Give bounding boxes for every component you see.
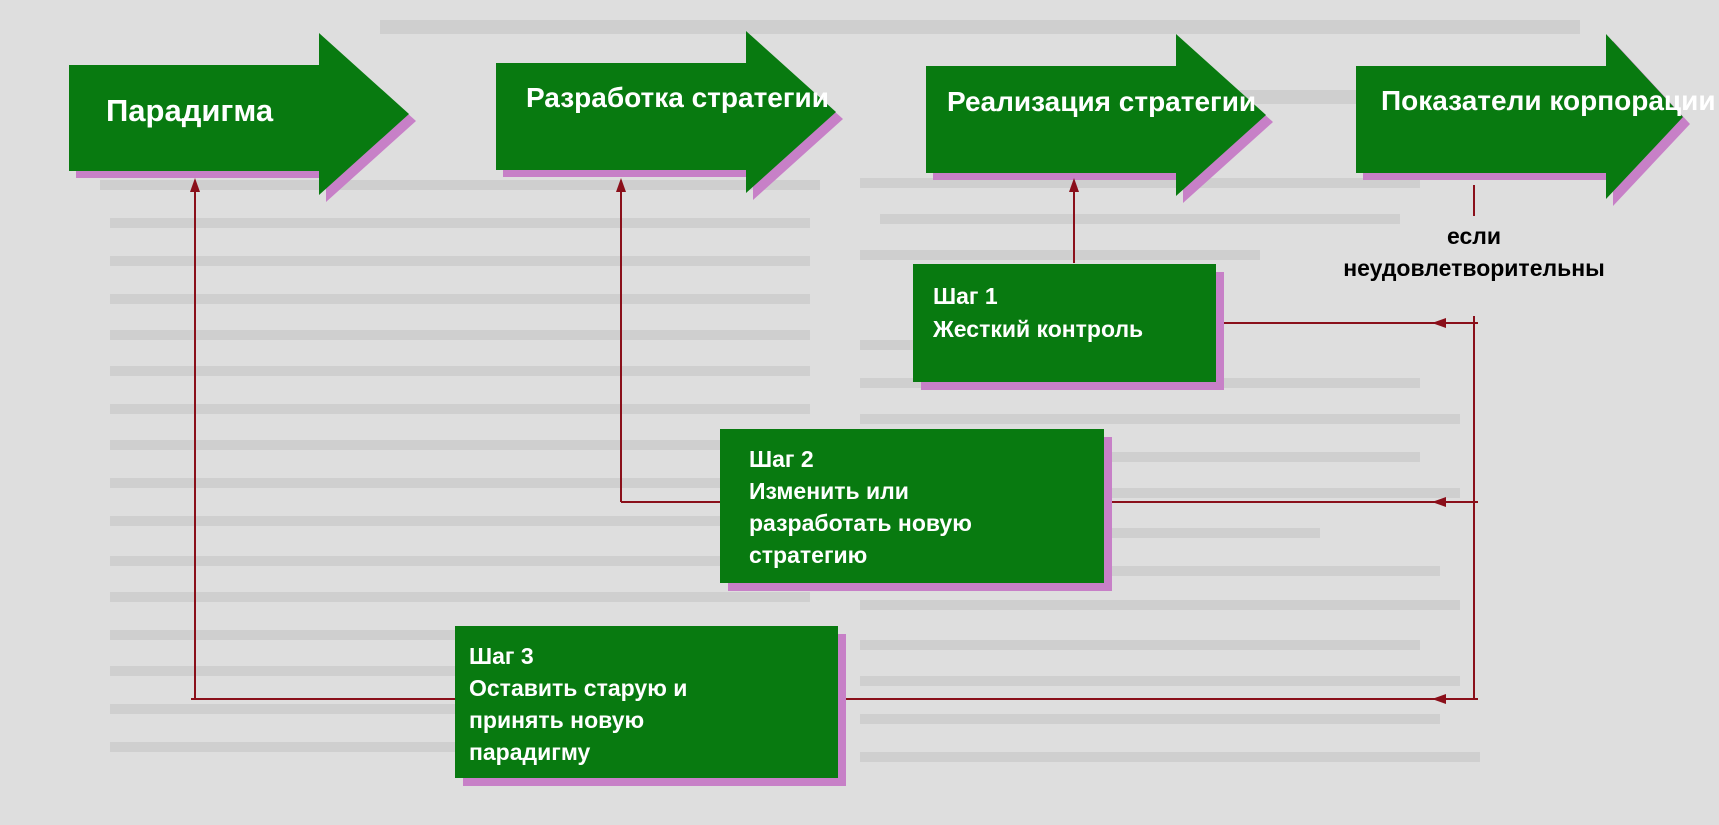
arrow-label-strategy-development: Разработка стратегии: [526, 80, 829, 116]
step-3-text: Оставить старую и: [469, 675, 688, 701]
arrow-label-corporate-performance: Показатели корпорации: [1381, 83, 1716, 119]
arrow-strategy-implementation: [926, 34, 1266, 196]
arrow-label-line: Реализация: [947, 86, 1112, 117]
step-2-text: стратегию: [749, 542, 868, 568]
step-1-text: Жесткий контроль: [933, 316, 1144, 342]
condition-note: если неудовлетворительны: [1317, 220, 1631, 284]
condition-line: если: [1446, 223, 1502, 249]
condition-line: неудовлетворительны: [1343, 255, 1605, 281]
arrow-label-line: Парадигма: [106, 93, 274, 128]
arrow-label-line: стратегии: [1118, 86, 1257, 117]
connector-lines: [191, 184, 1478, 700]
step-3-text: принять новую: [469, 707, 645, 733]
arrow-shapes: [69, 31, 1683, 199]
step-1-title: Шаг 1: [933, 283, 998, 309]
arrowhead-implementation-icon: [1069, 178, 1079, 192]
arrow-paradigm: [69, 33, 409, 195]
step-2-text: Изменить или: [749, 478, 909, 504]
arrow-label-strategy-implementation: Реализация стратегии: [947, 84, 1256, 120]
step-2-text: разработать новую: [749, 510, 972, 536]
step-2-box: Шаг 2 Изменить или разработать новую стр…: [720, 429, 1104, 583]
arrow-label-line: Показатели: [1381, 85, 1542, 116]
step-3-text: парадигму: [469, 739, 591, 765]
step-3-title: Шаг 3: [469, 643, 534, 669]
step-1-box: Шаг 1 Жесткий контроль: [913, 264, 1216, 382]
arrow-strategy-development: [496, 31, 836, 193]
arrowhead-step3-icon: [1432, 694, 1446, 704]
arrowhead-strategy-dev-icon: [616, 178, 626, 192]
arrowheads: [190, 178, 1446, 704]
arrowhead-paradigm-icon: [190, 178, 200, 192]
step-3-box: Шаг 3 Оставить старую и принять новую па…: [455, 626, 838, 778]
step-2-title: Шаг 2: [749, 446, 814, 472]
arrowhead-step1-icon: [1432, 318, 1446, 328]
arrowhead-step2-icon: [1432, 497, 1446, 507]
arrow-corporate-performance: [1356, 34, 1683, 199]
arrow-label-line: корпорации: [1549, 85, 1716, 116]
arrow-label-line: стратегии: [691, 82, 829, 113]
arrow-label-line: Разработка: [526, 82, 684, 113]
arrow-label-paradigm: Парадигма: [106, 93, 273, 129]
